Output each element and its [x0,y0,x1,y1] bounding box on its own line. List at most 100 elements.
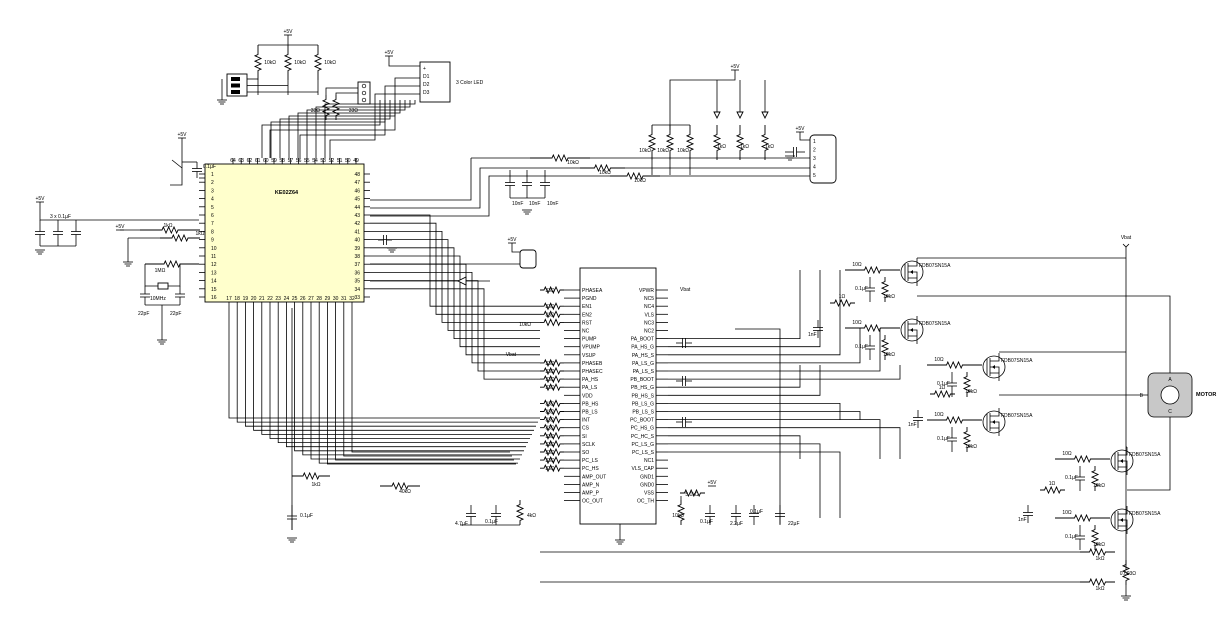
mcu-pin-number: 27 [308,296,314,302]
capacitor-value: 0.1µF [855,344,868,350]
mosfet-label: FDB07SN15A [919,321,951,327]
resistor [331,95,341,120]
wire [668,270,821,348]
driver-pin-label: PB_LS_S [632,410,654,416]
driver-pin-label: AMP_N [582,482,600,488]
resistor [140,225,200,235]
resistor [830,298,855,308]
mosfet-body-icon [900,318,924,342]
rgb-pin-label: D1 [423,74,430,80]
wire [228,308,540,419]
mcu-pin-number: 54 [312,158,318,164]
wire [370,158,472,201]
driver-pin-label: PC_LS_S [632,450,655,456]
resistor-value: 33Ω [545,434,555,440]
driver-pin-label: PHASEA [582,288,603,294]
driver-pin-label: OC_OUT [582,499,603,505]
connector-pin-number: 5 [813,173,816,179]
capacitor-value: 0.1µF [700,519,713,525]
resistor-value: 10kΩ [567,160,579,166]
driver-pin-label: VSS [644,491,655,497]
capacitor-value: 0.1µF [937,436,950,442]
resistor [930,389,955,399]
driver-pin-label: PC_HS_G [631,426,654,432]
rgb-led [419,61,451,103]
resistor-value: 33Ω [545,410,555,416]
crystal-label: 10MHz [150,296,166,302]
resistor [321,95,331,120]
mcu-pin-number: 44 [354,205,360,211]
resistor-value: 1kΩ [195,231,204,237]
resistor-value: 33Ω [545,312,555,318]
wire [302,308,522,456]
wire [799,132,810,141]
wire [668,270,801,340]
mcu-pin-number: 15 [211,287,217,293]
resistor-value: 10kΩ [1093,483,1105,489]
driver-pin-label: VLS [645,312,655,318]
supply-label: +5V [177,132,187,138]
resistor-value: 1kΩ [1095,586,1104,592]
mcu-pin-number: 40 [354,238,360,244]
supply-label: +5V [384,50,394,56]
wire [269,308,530,439]
resistor [540,366,564,376]
resistor-value: 10kΩ [634,178,646,184]
resistor-value: 10kΩ [672,513,684,519]
vbat-label: Vbat [506,352,517,358]
rgb-led-label: 3 Color LED [456,80,484,86]
connector-pin-number: 2 [813,148,816,154]
mcu-pin-number: 42 [354,221,360,227]
resistor [680,488,705,498]
driver-pin-label: NC5 [644,296,654,302]
wire [370,175,610,217]
driver-pin-label: PUMP [582,337,597,343]
mcu-pin-number: 63 [238,158,244,164]
driver-pin-label: PGND [582,296,597,302]
wire [288,100,396,158]
mcu-pin-number: 58 [279,158,285,164]
mcu-pin-number: 3 [211,188,214,194]
wire [168,263,199,287]
mosfet-arrow-icon [992,365,995,369]
wire [668,411,861,420]
driver-pin-label: PA_HS_S [632,353,655,359]
motor-label: MOTOR [1196,392,1216,398]
mcu-pin-number: 46 [354,188,360,194]
resistor-value: 10kΩ [677,148,689,154]
resistor [283,45,293,80]
resistor [665,125,675,160]
wire [285,308,526,448]
reset-switch [171,159,183,169]
mosfet-label: FDB07SN15A [919,263,951,269]
supply-label: +5V [507,237,517,243]
resistor [515,500,525,525]
mcu-pin-number: 22 [267,296,273,302]
wire [236,308,538,423]
resistor [1055,513,1110,523]
resistor [735,125,745,160]
wire [668,365,821,396]
wire [253,308,534,431]
capacitor-value: 0.1µF [485,519,498,525]
header-connector [357,81,371,105]
wire [306,100,406,158]
driver-pin-label: OC_TH [637,499,654,505]
resistor-value: 1kΩ [1095,556,1104,562]
resistor-value: 10kΩ [883,294,895,300]
mcu-pin-number: 26 [300,296,306,302]
mcu-pin-number: 31 [341,296,347,302]
wire [668,435,801,459]
wire [990,353,1000,362]
resistor-value: 33Ω [545,288,555,294]
mcu-pin-number: 32 [349,296,355,302]
supply-label: +5V [795,126,805,132]
wire [335,308,514,461]
supply-label: +5V [115,224,125,230]
resistor-value: 1kΩ [311,482,320,488]
dip-switch-lever [231,77,240,81]
resistor [540,310,564,319]
capacitor-value: 2.2µF [730,521,743,527]
wire [1118,447,1128,456]
